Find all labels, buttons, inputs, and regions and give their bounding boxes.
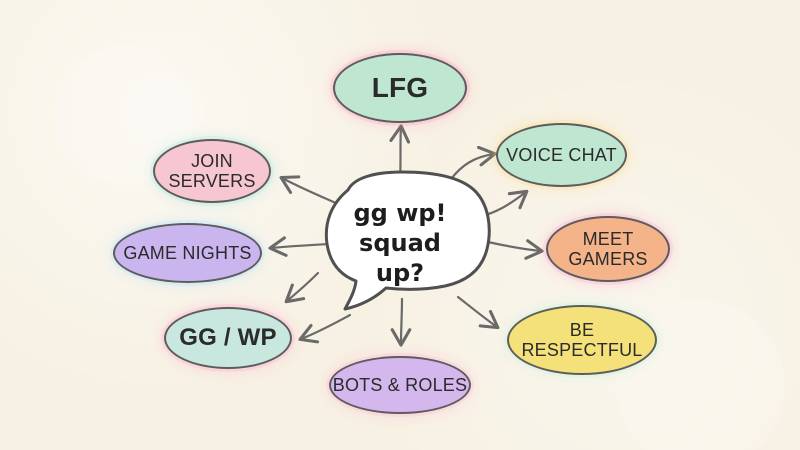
join-servers-label: JOIN SERVERS	[168, 150, 256, 191]
connector-be-respectful	[456, 295, 500, 330]
gg-wp-label: GG / WP	[179, 323, 277, 351]
connector-gg-wp-lower	[298, 313, 352, 344]
voice-chat-label: VOICE CHAT	[506, 144, 617, 165]
game-nights-label: GAME NIGHTS	[123, 242, 252, 263]
connector-bots-roles	[390, 297, 412, 347]
center-speech-bubble	[324, 170, 491, 311]
bots-roles-label: BOTS & ROLES	[332, 374, 468, 395]
lfg-label: LFG	[371, 72, 429, 104]
connector-gg-wp-upper	[284, 271, 320, 304]
game-nights-node[interactable]: GAME NIGHTS	[113, 223, 262, 283]
join-servers-node[interactable]: JOIN SERVERS	[153, 139, 271, 203]
be-respectful-node[interactable]: BE RESPECTFUL	[507, 305, 657, 375]
center-message: gg wp! squad up?	[353, 199, 447, 287]
meet-gamers-node[interactable]: MEET GAMERS	[546, 216, 670, 282]
connector-voice-chat	[449, 145, 497, 181]
voice-chat-node[interactable]: VOICE CHAT	[496, 123, 627, 187]
background-haze	[55, 45, 785, 450]
lfg-node[interactable]: LFG	[333, 53, 467, 123]
gg-wp-node[interactable]: GG / WP	[164, 307, 292, 369]
be-respectful-label: BE RESPECTFUL	[521, 319, 643, 360]
connector-join-servers	[279, 175, 340, 206]
bots-roles-node[interactable]: BOTS & ROLES	[329, 356, 471, 414]
connector-game-nights	[268, 236, 331, 257]
meet-gamers-label: MEET GAMERS	[568, 228, 648, 269]
connector-meet-gamers	[486, 239, 544, 260]
